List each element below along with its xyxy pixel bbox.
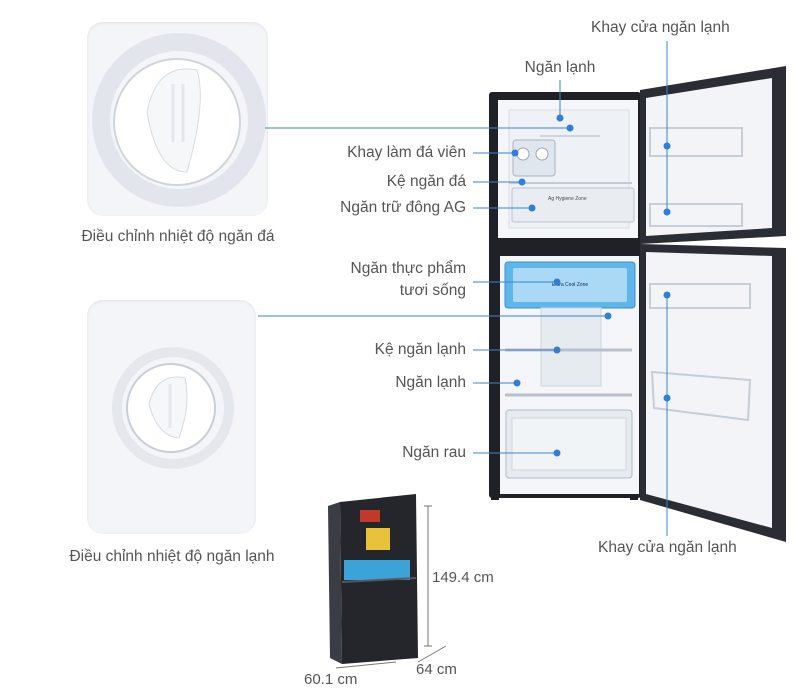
- callout-dots: [511, 114, 671, 457]
- vegetable-drawer-label: Ngăn rau: [402, 444, 466, 461]
- ice-tray-label: Khay làm đá viên: [347, 144, 466, 161]
- fridge-dial-card: [87, 300, 256, 534]
- fridge-compartment-label: Ngăn lạnh: [395, 374, 466, 391]
- depth-dimension: 64 cm: [416, 661, 457, 678]
- refrigerator-icon: [328, 494, 418, 664]
- freezer-compartment-label: Ngăn lạnh: [524, 59, 596, 76]
- width-dimension: 60.1 cm: [304, 671, 358, 688]
- top-door-tray-label: Khay cửa ngăn lạnh: [591, 19, 730, 36]
- callout-lines: [258, 41, 668, 536]
- fridge-shelf-label: Kệ ngăn lạnh: [374, 341, 466, 358]
- freezer-shelf-label: Kệ ngăn đá: [386, 173, 466, 190]
- fridge-dial-caption: Điều chỉnh nhiệt độ ngăn lạnh: [69, 548, 275, 565]
- temperature-dial-icon: [112, 347, 234, 469]
- svg-text:Ag Hygiene Zone: Ag Hygiene Zone: [548, 196, 587, 202]
- fresh-food-label-line2: tươi sống: [399, 282, 466, 299]
- height-dimension: 149.4 cm: [432, 569, 494, 586]
- ag-freezer-label: Ngăn trữ đông AG: [340, 199, 466, 216]
- fresh-food-label-line1: Ngăn thực phẩm: [350, 260, 467, 277]
- svg-text:Extra Cool Zone: Extra Cool Zone: [552, 282, 588, 288]
- freezer-dial-caption: Điều chỉnh nhiệt độ ngăn đá: [81, 228, 275, 245]
- dimension-lines: [335, 505, 447, 669]
- temperature-dial-icon: [92, 33, 266, 207]
- bottom-door-tray-label: Khay cửa ngăn lạnh: [598, 539, 737, 556]
- freezer-dial-card: [87, 22, 268, 216]
